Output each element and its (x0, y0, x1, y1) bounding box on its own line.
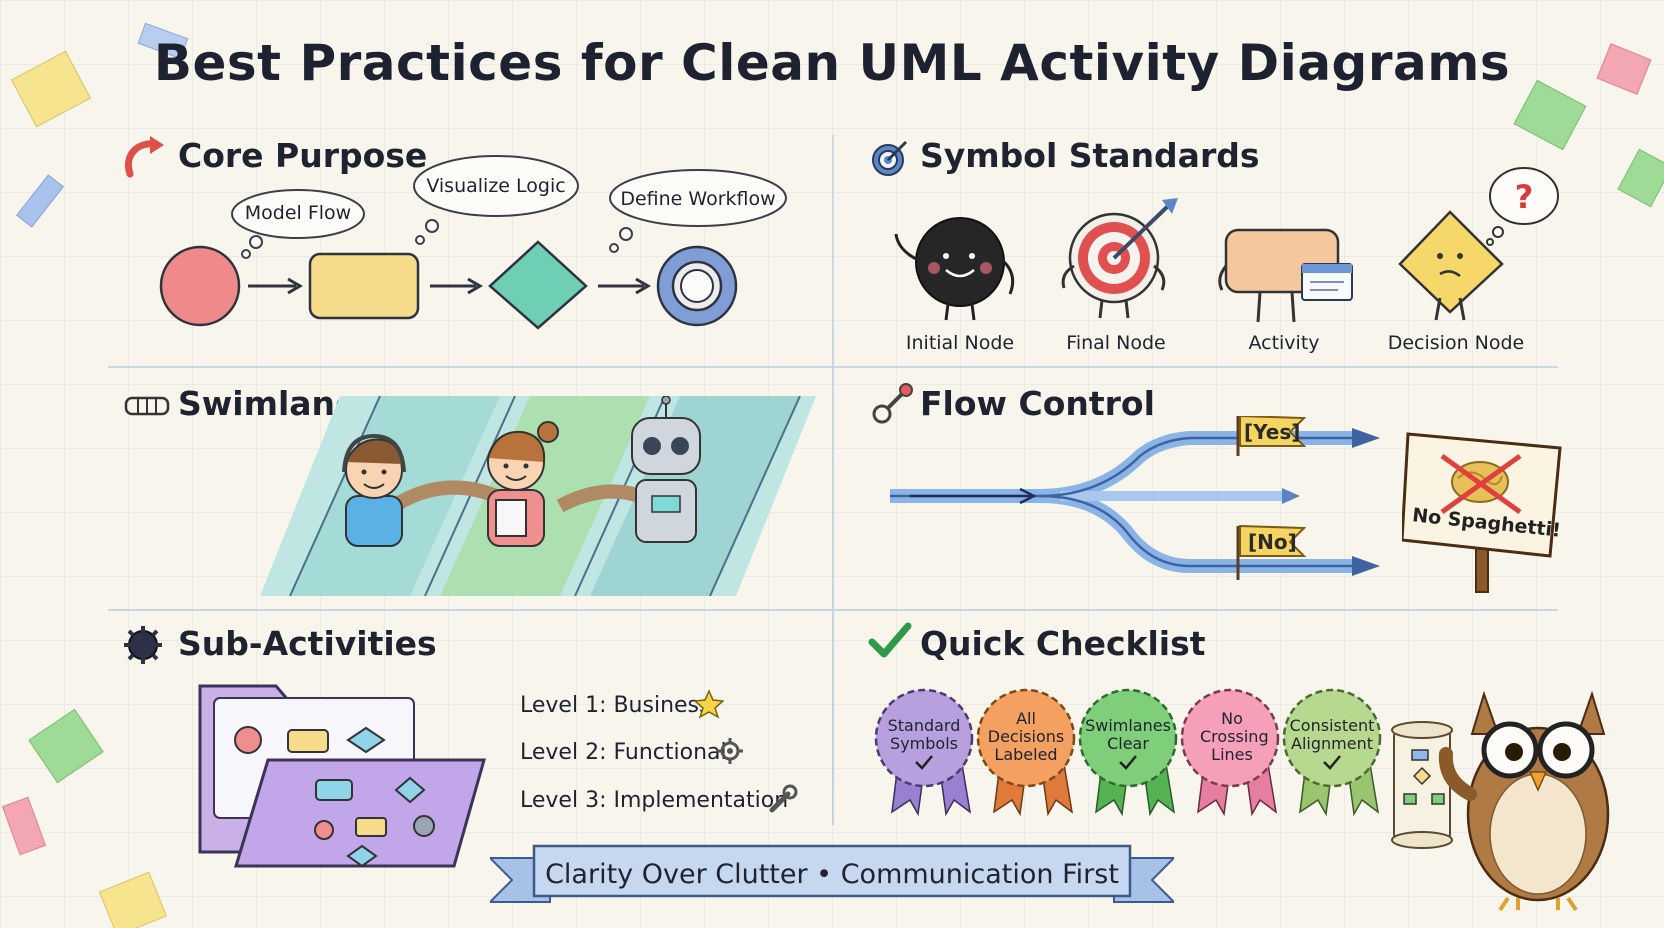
gear-dark-icon (124, 626, 162, 664)
badge-swimlanes-clear: Swimlanes Clear (1085, 716, 1171, 753)
level-3-implementation: Level 3: Implementation (520, 788, 789, 813)
swimlanes-illustration (260, 396, 816, 596)
symbol-label-decision-node: Decision Node (1387, 332, 1525, 354)
activity-character (1218, 228, 1353, 323)
sticky-note-pink-2 (1, 796, 47, 856)
owl-mascot (1391, 690, 1610, 912)
symbol-label-final-node: Final Node (1066, 332, 1166, 354)
thought-cloud-visualize-logic (413, 155, 579, 245)
thought-cloud-define-workflow (609, 169, 787, 253)
badge-consistent-alignment: Consistent Alignment (1289, 716, 1375, 753)
badge-no-crossing-lines: No Crossing Lines (1200, 709, 1269, 764)
section-title-symbol-standards: Symbol Standards (920, 136, 1260, 175)
badge-all-decisions-labeled: All Decisions Labeled (987, 709, 1065, 764)
ribbon-banner (490, 844, 1174, 903)
gear-icon (717, 738, 743, 764)
section-title-quick-checklist: Quick Checklist (920, 624, 1206, 663)
sticky-note-green-3 (28, 708, 104, 784)
wrench-icon (769, 784, 798, 813)
page-title: Best Practices for Clean UML Activity Di… (153, 34, 1511, 92)
level-1-business: Level 1: Business (520, 693, 711, 718)
checklist-badges (874, 688, 1382, 816)
svg-text:?: ? (1515, 178, 1534, 216)
final-node-target-character (1061, 198, 1178, 319)
flag-yes: [Yes] (1244, 420, 1301, 444)
horizontal-divider-2 (108, 609, 1558, 611)
section-title-core-purpose: Core Purpose (178, 136, 428, 175)
symbol-label-initial-node: Initial Node (905, 332, 1015, 354)
section-title-flow-control: Flow Control (920, 384, 1155, 423)
symbol-label-activity: Activity (1248, 332, 1320, 354)
no-spaghetti-sign (1402, 432, 1562, 593)
key-icon (872, 383, 913, 424)
level-2-functional: Level 2: Functional (520, 740, 727, 765)
sticky-note-green-2 (1617, 148, 1664, 208)
banner-text: Clarity Over Clutter • Communication Fir… (545, 859, 1119, 890)
badge-standard-symbols: Standard Symbols (887, 716, 961, 753)
cloud-label-visualize-logic: Visualize Logic (426, 175, 566, 197)
swimlane-icon (124, 396, 170, 416)
thought-cloud-model-flow (231, 189, 365, 259)
initial-node-character (894, 217, 1015, 321)
folder-illustration (198, 684, 486, 868)
horizontal-divider-1 (108, 366, 1558, 368)
cloud-label-define-workflow: Define Workflow (620, 188, 776, 210)
section-title-sub-activities: Sub-Activities (178, 624, 437, 663)
curved-arrow-icon (125, 136, 164, 178)
core-purpose-flow (159, 240, 738, 330)
flow-control-branches (890, 416, 1380, 580)
decision-node-character: ? (1398, 167, 1559, 321)
sticky-note-yellow-2 (98, 871, 168, 928)
flag-no: [No] (1248, 530, 1297, 554)
vertical-divider (832, 135, 834, 825)
sticky-note-blue-2 (16, 174, 64, 228)
checkmark-icon (868, 622, 912, 658)
star-icon (694, 689, 724, 719)
target-icon (872, 140, 908, 176)
cloud-label-model-flow: Model Flow (244, 202, 352, 224)
